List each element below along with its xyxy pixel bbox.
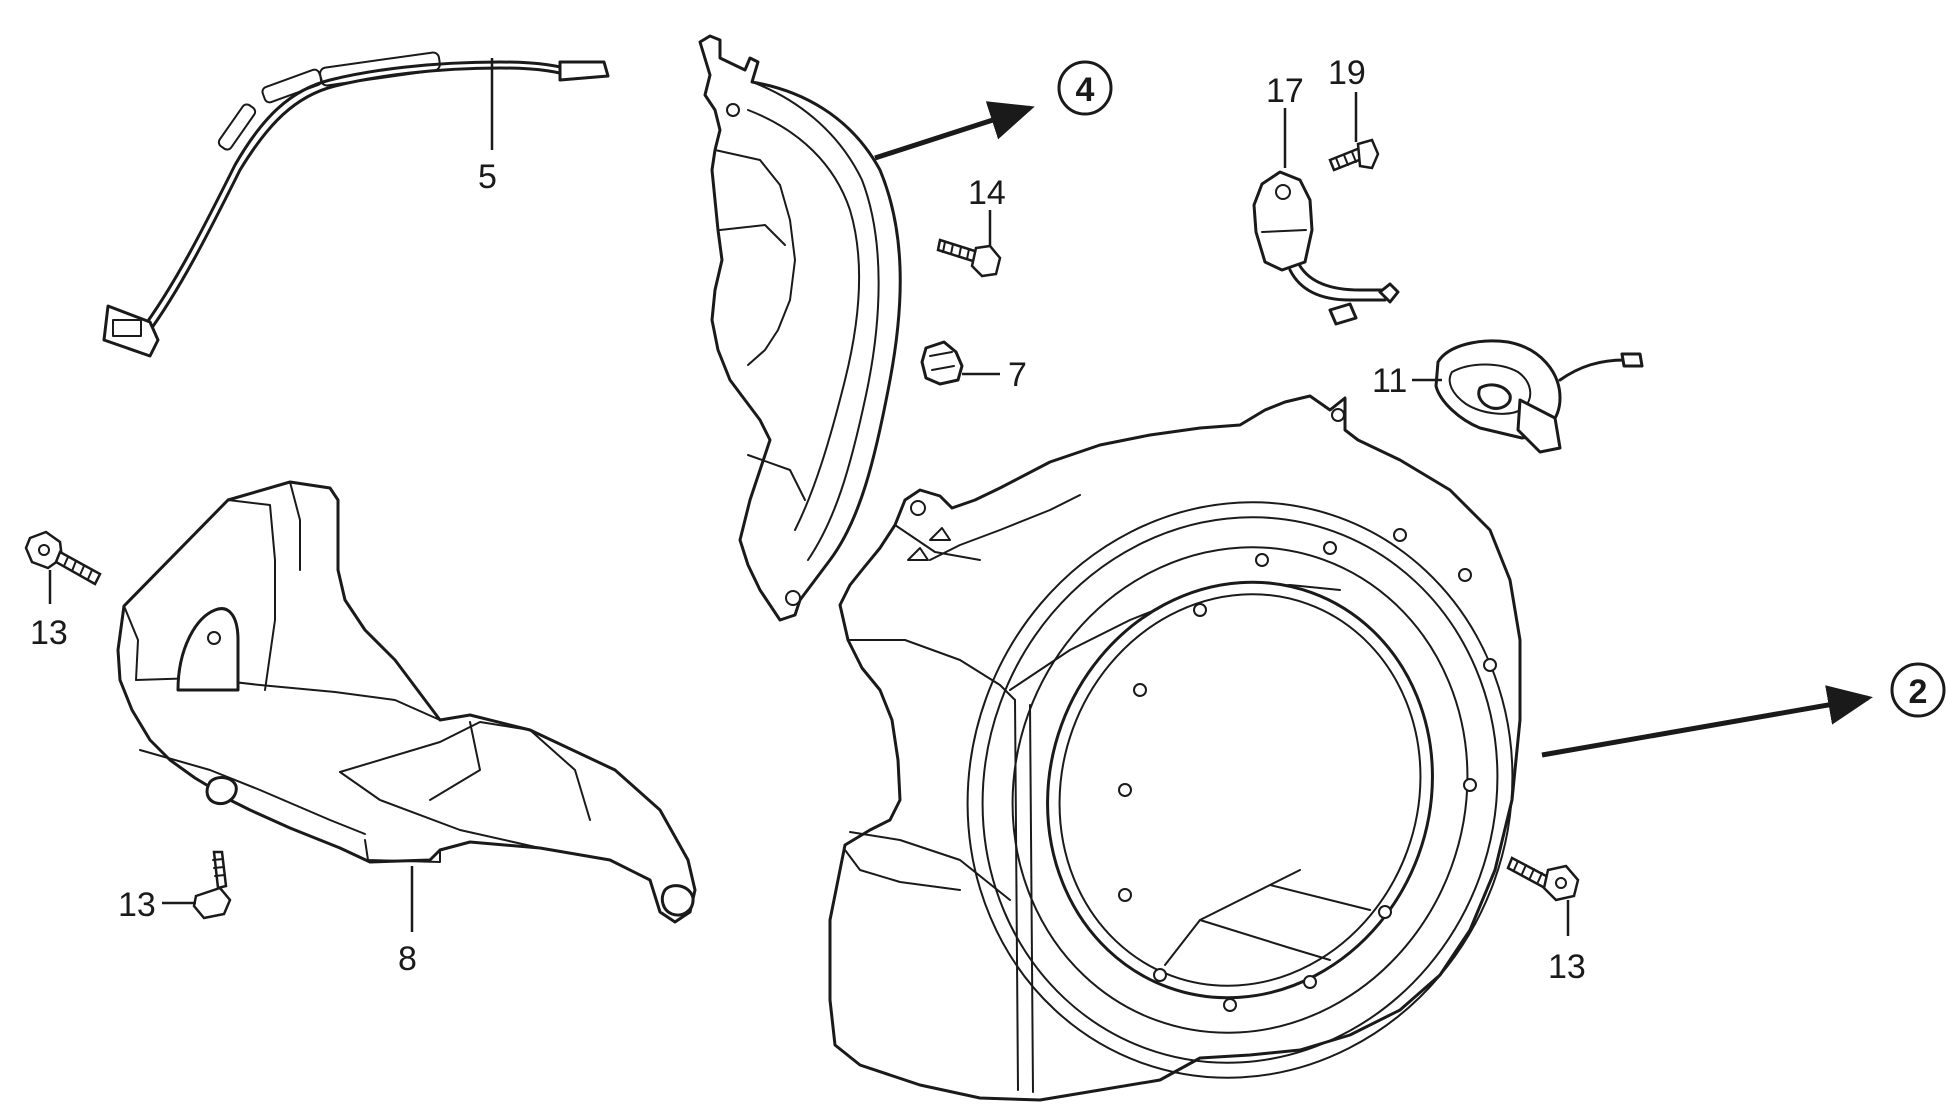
clip-part-7 xyxy=(920,340,1000,386)
screw-part-14 xyxy=(936,210,1002,278)
callout-17: 17 xyxy=(1266,72,1304,110)
wire-harness-part-5 xyxy=(102,51,610,358)
callout-14: 14 xyxy=(968,174,1006,212)
bolt-part-13-top-left xyxy=(24,530,102,604)
callout-13-right: 13 xyxy=(1548,948,1586,986)
bolt-part-13-right xyxy=(1506,856,1580,936)
callout-5: 5 xyxy=(478,158,497,196)
reference-4: 4 xyxy=(1057,60,1113,116)
bolt-part-13-bottom-left xyxy=(162,850,232,920)
callout-19: 19 xyxy=(1328,54,1366,92)
reference-2: 2 xyxy=(1890,662,1946,718)
callout-13-top-left: 13 xyxy=(30,614,68,652)
upper-shroud-part-4 xyxy=(698,34,902,622)
svg-text:2: 2 xyxy=(1909,673,1928,711)
callout-8: 8 xyxy=(398,940,417,978)
callout-11: 11 xyxy=(1372,362,1407,400)
svg-text:4: 4 xyxy=(1076,71,1095,109)
reference-arrow-2 xyxy=(1541,685,1873,758)
switch-part-11 xyxy=(1412,339,1644,454)
callout-7: 7 xyxy=(1008,356,1027,394)
fan-cover-part-2 xyxy=(828,394,1522,1102)
ignition-module-part-17 xyxy=(1252,108,1400,326)
callout-13-bottom-left: 13 xyxy=(118,886,156,924)
screw-part-19 xyxy=(1328,92,1380,172)
lower-shroud-part-8 xyxy=(116,480,697,932)
reference-arrow-4 xyxy=(874,101,1035,161)
